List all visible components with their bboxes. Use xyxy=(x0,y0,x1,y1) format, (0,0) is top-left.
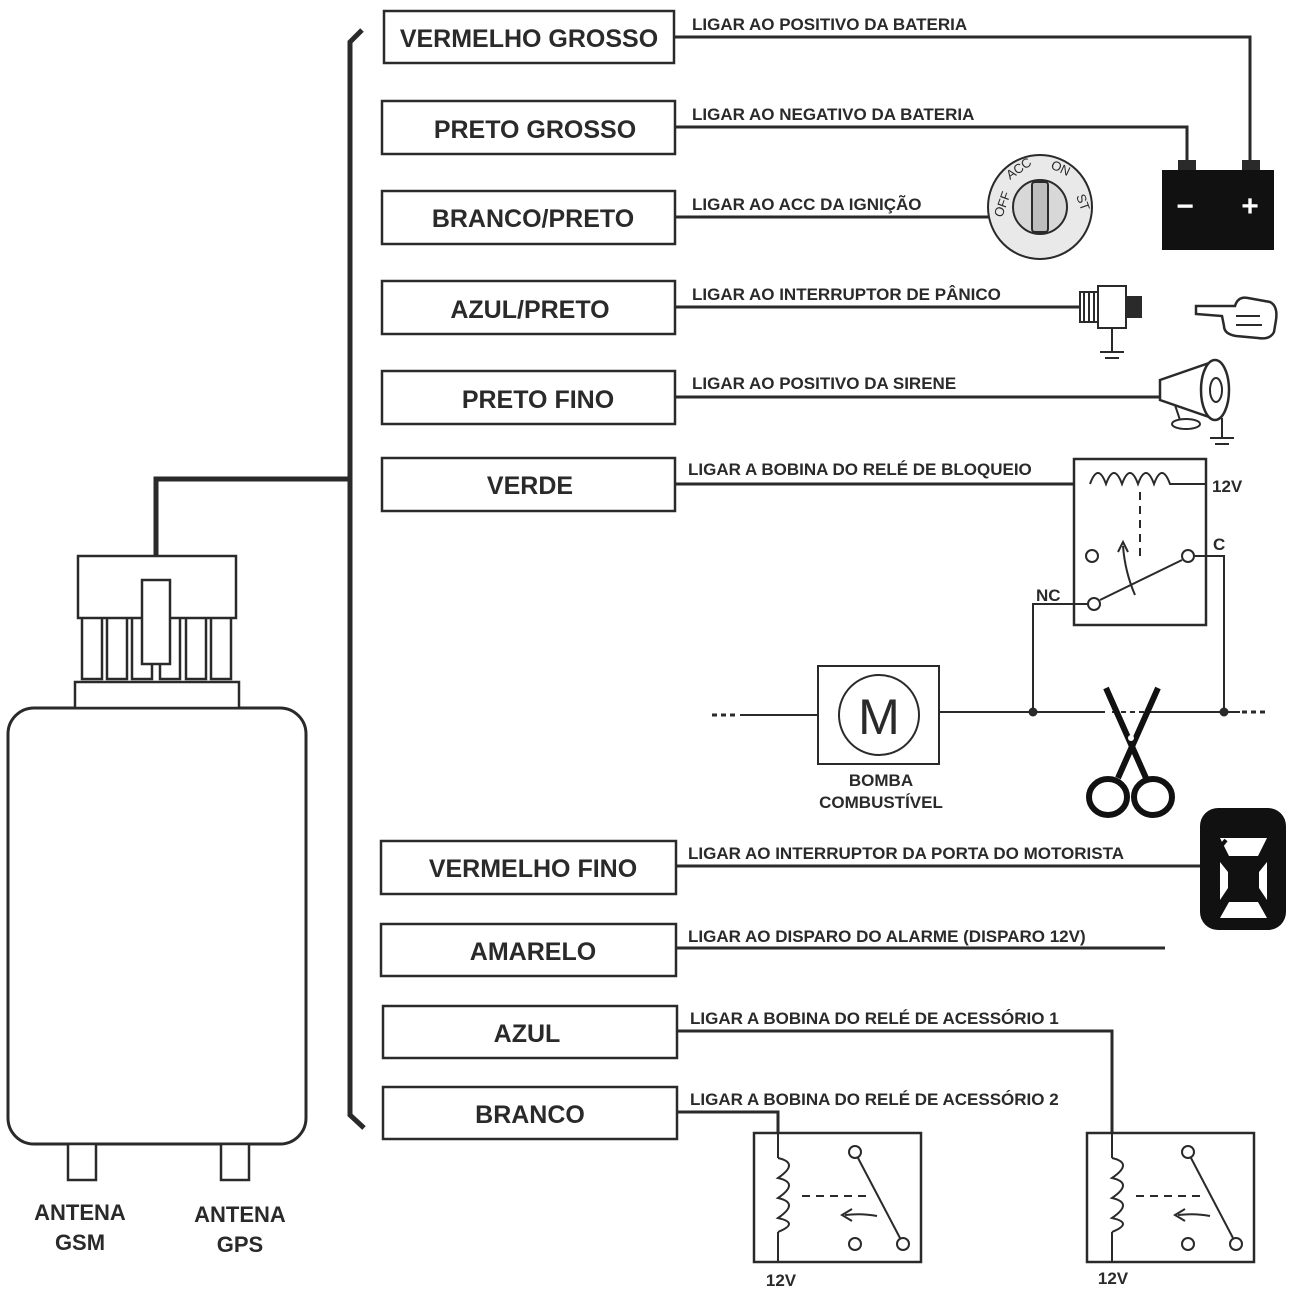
relay-nc-label: NC xyxy=(1036,586,1061,605)
scissors-icon xyxy=(1086,686,1175,818)
gps-label-line1: ANTENA xyxy=(194,1202,286,1227)
ignition-switch-icon: OFF ACC ON ST xyxy=(987,154,1093,260)
pump-label-line1: BOMBA xyxy=(849,771,913,790)
gps-label-line2: GPS xyxy=(217,1232,263,1257)
ignition-st: ST xyxy=(1073,192,1093,213)
wire-battery-negative xyxy=(675,125,1189,165)
wire-color-box xyxy=(380,279,677,336)
hand-pointer-icon xyxy=(1194,296,1278,340)
relay-coil xyxy=(1109,1157,1124,1233)
wire-color-label: PRETO GROSSO xyxy=(434,116,636,144)
battery-plus: + xyxy=(1241,190,1259,223)
gps-antenna-port xyxy=(219,1142,251,1182)
panic-switch-icon xyxy=(1079,285,1142,359)
connector-latch xyxy=(140,578,172,666)
wire-color-box xyxy=(382,9,676,65)
wire-row-1: PRETO GROSSO LIGAR AO NEGATIVO DA BATERI… xyxy=(380,99,974,156)
wire-row-9: BRANCO LIGAR A BOBINA DO RELÉ DE ACESSÓR… xyxy=(381,1085,1059,1141)
relay-c-label: C xyxy=(1213,535,1225,554)
wire-color-label: AZUL xyxy=(494,1020,561,1048)
wire-color-label: BRANCO xyxy=(475,1101,585,1129)
siren-icon xyxy=(1158,358,1234,445)
tracker-body xyxy=(6,706,308,1146)
wire-instruction: LIGAR AO POSITIVO DA SIRENE xyxy=(692,374,956,393)
relay-coil xyxy=(1089,472,1205,487)
wire-row-6: VERMELHO FINO LIGAR AO INTERRUPTOR DA PO… xyxy=(379,839,1124,896)
ignition-on: ON xyxy=(1049,157,1073,179)
wire-instruction: LIGAR A BOBINA DO RELÉ DE ACESSÓRIO 2 xyxy=(690,1090,1059,1109)
wire-row-2: BRANCO/PRETO LIGAR AO ACC DA IGNIÇÃO xyxy=(380,189,922,246)
wire-color-box xyxy=(379,922,678,978)
wire-lines xyxy=(674,35,1252,1195)
wire-instruction: LIGAR AO ACC DA IGNIÇÃO xyxy=(692,194,922,214)
wire-row-5: VERDE LIGAR A BOBINA DO RELÉ DE BLOQUEIO xyxy=(380,456,1032,513)
wire-row-7: AMARELO LIGAR AO DISPARO DO ALARME (DISP… xyxy=(379,922,1086,978)
wire-color-label: VERMELHO FINO xyxy=(429,855,637,883)
harness-bracket xyxy=(347,28,366,1130)
accessory-relay-1: 12V xyxy=(1085,1131,1256,1288)
pump-label-line2: COMBUSTÍVEL xyxy=(819,793,943,812)
antenna-labels: ANTENA GSM ANTENA GPS xyxy=(34,1200,286,1257)
wire-instruction: LIGAR AO POSITIVO DA BATERIA xyxy=(692,15,967,34)
accessory-relay-2: 12V xyxy=(752,1131,923,1290)
wire-instruction: LIGAR A BOBINA DO RELÉ DE ACESSÓRIO 1 xyxy=(690,1009,1059,1028)
connector-base xyxy=(73,680,241,710)
block-relay: 12V C NC xyxy=(1032,457,1243,712)
pump-motor-symbol: M xyxy=(858,689,900,745)
wire-instruction: LIGAR AO NEGATIVO DA BATERIA xyxy=(692,105,974,124)
wire-color-box xyxy=(381,1085,679,1141)
wire-color-label: VERMELHO GROSSO xyxy=(400,25,658,53)
wire-instruction: LIGAR A BOBINA DO RELÉ DE BLOQUEIO xyxy=(688,460,1032,479)
wire-row-3: AZUL/PRETO LIGAR AO INTERRUPTOR DE PÂNIC… xyxy=(380,279,1001,336)
fuel-pump-circuit: M BOMBA COMBUSTÍVEL xyxy=(712,665,1268,812)
relay-12v-label: 12V xyxy=(1212,477,1243,496)
wire-row-4: PRETO FINO LIGAR AO POSITIVO DA SIRENE xyxy=(380,369,956,426)
accessory-relay-1-12v: 12V xyxy=(1098,1269,1129,1288)
wire-color-box xyxy=(381,1004,679,1060)
battery-icon: − + xyxy=(1162,160,1274,250)
relay-coil xyxy=(775,1157,790,1233)
gsm-antenna-port xyxy=(66,1142,98,1182)
gsm-label-line2: GSM xyxy=(55,1230,105,1255)
wire-color-label: BRANCO/PRETO xyxy=(432,205,634,233)
wire-color-label: AMARELO xyxy=(470,938,596,966)
gsm-label-line1: ANTENA xyxy=(34,1200,126,1225)
wire-color-box xyxy=(380,456,677,513)
wire-row-0: VERMELHO GROSSO LIGAR AO POSITIVO DA BAT… xyxy=(382,9,967,65)
wire-color-label: PRETO FINO xyxy=(462,386,614,414)
wire-instruction: LIGAR AO INTERRUPTOR DA PORTA DO MOTORIS… xyxy=(688,844,1124,863)
wire-instruction: LIGAR AO INTERRUPTOR DE PÂNICO xyxy=(692,285,1001,304)
accessory-relay-2-12v: 12V xyxy=(766,1271,797,1290)
wire-row-8: AZUL LIGAR A BOBINA DO RELÉ DE ACESSÓRIO… xyxy=(381,1004,1059,1060)
wire-color-box xyxy=(380,189,677,246)
car-door-icon xyxy=(1200,808,1286,930)
battery-minus: − xyxy=(1176,190,1194,223)
tracker-module xyxy=(6,28,366,1182)
wire-color-box xyxy=(380,369,677,426)
wire-battery-positive xyxy=(674,35,1252,165)
wire-color-box xyxy=(379,839,678,896)
wire-color-label: VERDE xyxy=(487,472,573,500)
wire-instruction: LIGAR AO DISPARO DO ALARME (DISPARO 12V) xyxy=(688,927,1086,946)
wire-color-label: AZUL/PRETO xyxy=(450,296,609,324)
harness-cable xyxy=(153,476,350,556)
